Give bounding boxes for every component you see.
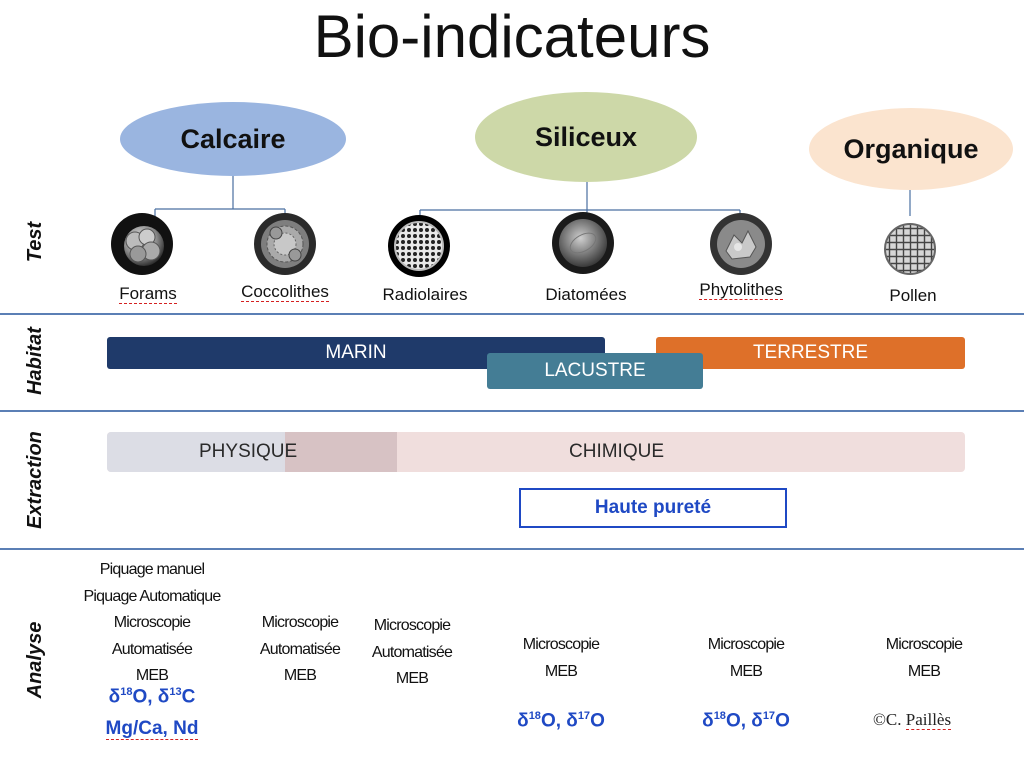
analyse-radiolaires-line: MEB [395,670,429,687]
analyse-forams-line: Piquage Automatique [83,587,222,605]
delta-symbol: δ [566,710,578,732]
organism-label-phytolithes-text: Phytolithes [699,280,783,300]
extraction-bar-overlap [285,432,397,472]
analyse-forams: Piquage manuel Piquage Automatique Micro… [52,557,252,690]
organism-label-coccolithes: Coccolithes [210,282,360,302]
isotope-element: O [775,710,790,732]
isotope-mass: 13 [169,686,182,698]
organism-label-coccolithes-text: Coccolithes [241,282,329,302]
extraction-chimique-label: CHIMIQUE [569,441,664,462]
organism-label-forams-text: Forams [119,284,177,304]
analyse-coccolithes: Microscopie Automatisée MEB [225,610,375,690]
extraction-physique-label: PHYSIQUE [199,441,298,462]
analyse-phytolithes-line: MEB [729,662,763,680]
organism-label-phytolithes: Phytolithes [666,280,816,300]
analyse-radiolaires-line: Automatisée [371,643,453,661]
separator-extraction-analyse [0,548,1024,550]
analyse-coccolithes-line: Automatisée [259,640,341,658]
organism-label-radiolaires: Radiolaires [382,285,468,304]
organism-label-forams: Forams [73,284,223,304]
analyse-coccolithes-line: Microscopie [261,614,339,631]
habitat-bar-terrestre: TERRESTRE [656,337,965,369]
isotope-element: O [590,710,605,732]
copyright-icon: © [873,710,886,729]
category-calcaire-label: Calcaire [180,123,286,154]
analyse-phytolithes: Microscopie MEB [671,632,821,685]
isotope-mass: 17 [762,710,776,722]
radiolarian-micrograph-icon [388,215,450,277]
habitat-bar-lacustre: LACUSTRE [487,353,703,389]
isotope-element: C [181,686,196,708]
analyse-forams-mgca-text: Mg/Ca, Nd [105,718,199,740]
analyse-pollen-line: Microscopie [885,636,963,653]
analyse-coccolithes-line: MEB [283,667,317,684]
row-label-extraction: Extraction [24,431,46,529]
separator-habitat-extraction [0,410,1024,412]
isotope-element: O, [540,710,567,732]
delta-symbol: δ [108,686,121,708]
analyse-phytolithes-line: Microscopie [707,636,785,653]
organism-label-diatomees: Diatomées [545,285,627,304]
haute-purete-box: Haute pureté [519,488,787,528]
diatom-micrograph-icon [552,212,614,274]
delta-symbol: δ [751,710,763,732]
isotope-element: O, [725,710,752,732]
analyse-phytolithes-isotopes: δ18O, δ17O [671,710,821,732]
category-calcaire: Calcaire [120,102,346,176]
analyse-diatomees-isotopes: δ18O, δ17O [486,710,636,732]
copyright: ©C. Paillès [873,710,952,730]
delta-symbol: δ [702,710,714,732]
isotope-element: O, [132,686,158,708]
row-label-analyse: Analyse [24,621,46,699]
delta-symbol: δ [157,686,170,708]
calcaire-connector [154,176,286,221]
analyse-diatomees: Microscopie MEB [486,632,636,685]
analyse-forams-mgca: Mg/Ca, Nd [52,718,252,740]
analyse-forams-line: MEB [135,667,169,684]
category-siliceux-label: Siliceux [534,121,638,152]
category-siliceux: Siliceux [475,92,697,182]
copyright-prefix: C. [885,710,906,729]
phytolith-micrograph-icon [710,213,772,275]
coccolith-micrograph-icon [254,213,316,275]
habitat-terrestre-label: TERRESTRE [752,342,869,363]
analyse-diatomees-line: Microscopie [522,636,600,653]
isotope-mass: 18 [120,686,133,698]
pollen-micrograph-icon [879,218,941,280]
copyright-author: Paillès [905,710,952,730]
analyse-forams-line: Microscopie [113,614,191,631]
haute-purete-label: Haute pureté [594,497,712,518]
isotope-mass: 17 [577,710,591,722]
isotope-mass: 18 [528,710,541,722]
habitat-marin-label: MARIN [325,342,387,363]
organism-label-pollen: Pollen [889,286,937,305]
analyse-forams-isotopes: δ18O, δ13C [52,686,252,708]
category-organique: Organique [809,108,1013,190]
analyse-pollen: Microscopie MEB [849,632,999,685]
habitat-lacustre-label: LACUSTRE [544,360,646,381]
analyse-forams-line: Piquage manuel [99,561,205,578]
isotope-mass: 18 [713,710,726,722]
analyse-diatomees-line: MEB [544,662,578,680]
foram-micrograph-icon [111,213,173,275]
delta-symbol: δ [517,710,529,732]
analyse-pollen-line: MEB [907,662,941,680]
analyse-radiolaires: Microscopie Automatisée MEB [337,613,487,693]
separator-test-habitat [0,313,1024,315]
category-organique-label: Organique [843,133,979,164]
analyse-forams-line: Automatisée [111,640,193,658]
page-title: Bio-indicateurs [313,3,711,70]
analyse-radiolaires-line: Microscopie [373,617,451,634]
